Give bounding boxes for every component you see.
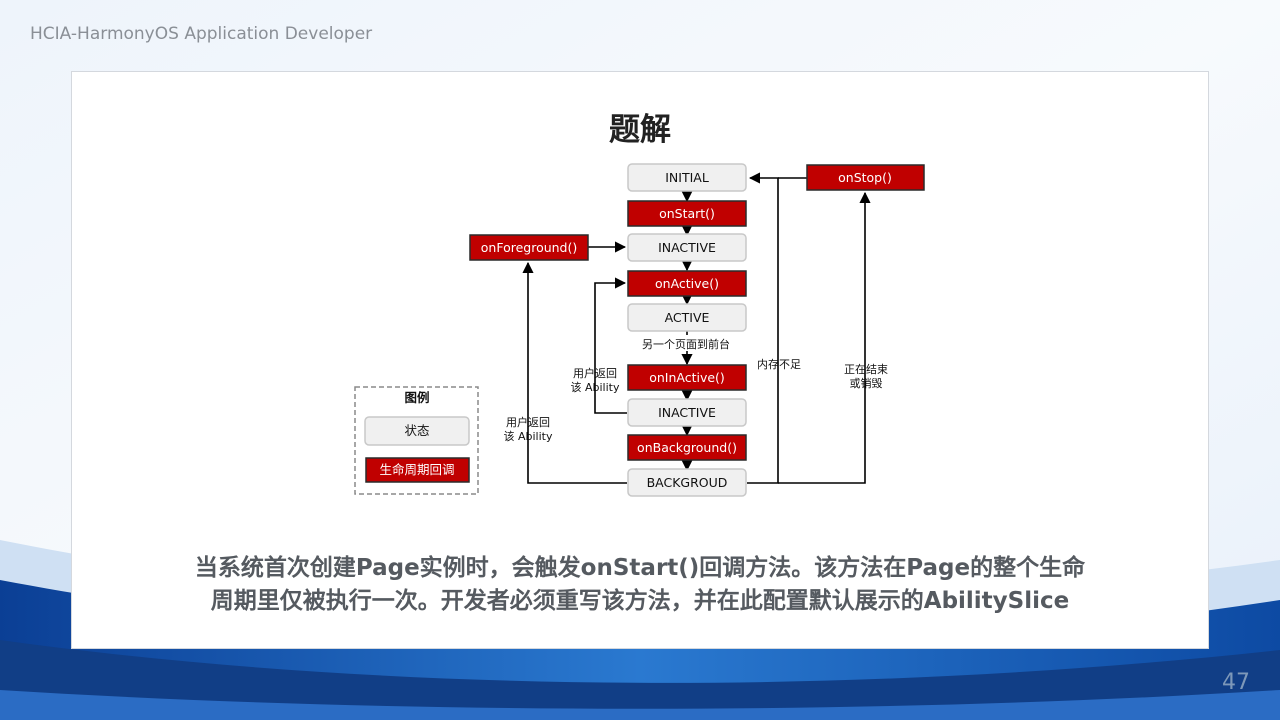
state-background: BACKGROUD [627, 468, 747, 497]
callback-onbackground: onBackground() [627, 434, 747, 461]
state-background-label: BACKGROUD [647, 475, 728, 490]
state-inactive-2-label: INACTIVE [658, 405, 716, 420]
state-active-label: ACTIVE [665, 310, 710, 325]
legend-callback-swatch [365, 457, 470, 483]
callback-onstop: onStop() [806, 164, 925, 191]
callback-onstart: onStart() [627, 200, 747, 227]
header-title: HCIA-HarmonyOS Application Developer [30, 24, 373, 44]
legend-title: 图例 [404, 390, 429, 405]
legend-state-swatch [364, 416, 470, 446]
state-inactive-2: INACTIVE [627, 398, 747, 427]
callback-onstop-label: onStop() [838, 170, 892, 185]
callback-onforeground-label: onForeground() [481, 240, 578, 255]
page-number: 47 [1222, 670, 1250, 695]
callback-oninactive-label: onInActive() [649, 370, 725, 385]
note-user-return-1-line2: 该 Ability [571, 380, 620, 394]
note-ending-line1: 正在结束 [844, 363, 888, 376]
callback-onactive: onActive() [627, 270, 747, 297]
legend-callback-label: 生命周期回调 [379, 462, 454, 477]
state-initial: INITIAL [627, 163, 747, 192]
legend: 图例 状态 生命周期回调 [354, 386, 479, 495]
slide-caption: 当系统首次创建Page实例时，会触发onStart()回调方法。该方法在Page… [0, 552, 1280, 618]
state-inactive-1-label: INACTIVE [658, 240, 716, 255]
note-ending-line2: 或销毁 [850, 376, 883, 390]
state-inactive-1: INACTIVE [627, 233, 747, 262]
callback-oninactive: onInActive() [627, 364, 747, 391]
state-initial-label: INITIAL [665, 170, 709, 185]
callback-onactive-label: onActive() [655, 276, 719, 291]
caption-line-1: 当系统首次创建Page实例时，会触发onStart()回调方法。该方法在Page… [194, 555, 1086, 581]
state-active: ACTIVE [627, 303, 747, 332]
note-user-return-2-line1: 用户返回 [506, 415, 550, 429]
callback-onstart-label: onStart() [659, 206, 715, 221]
slide-title: 题解 [609, 112, 671, 148]
legend-state-label: 状态 [404, 423, 429, 438]
note-memory-low: 内存不足 [757, 357, 801, 371]
connectors [522, 172, 871, 484]
note-other-page-front: 另一个页面到前台 [642, 337, 730, 351]
caption-line-2: 周期里仅被执行一次。开发者必须重写该方法，并在此配置默认展示的AbilitySl… [210, 588, 1070, 614]
callback-onbackground-label: onBackground() [637, 440, 737, 455]
note-user-return-1-line1: 用户返回 [573, 366, 617, 380]
note-user-return-2-line2: 该 Ability [504, 429, 553, 443]
callback-onforeground: onForeground() [469, 234, 589, 261]
